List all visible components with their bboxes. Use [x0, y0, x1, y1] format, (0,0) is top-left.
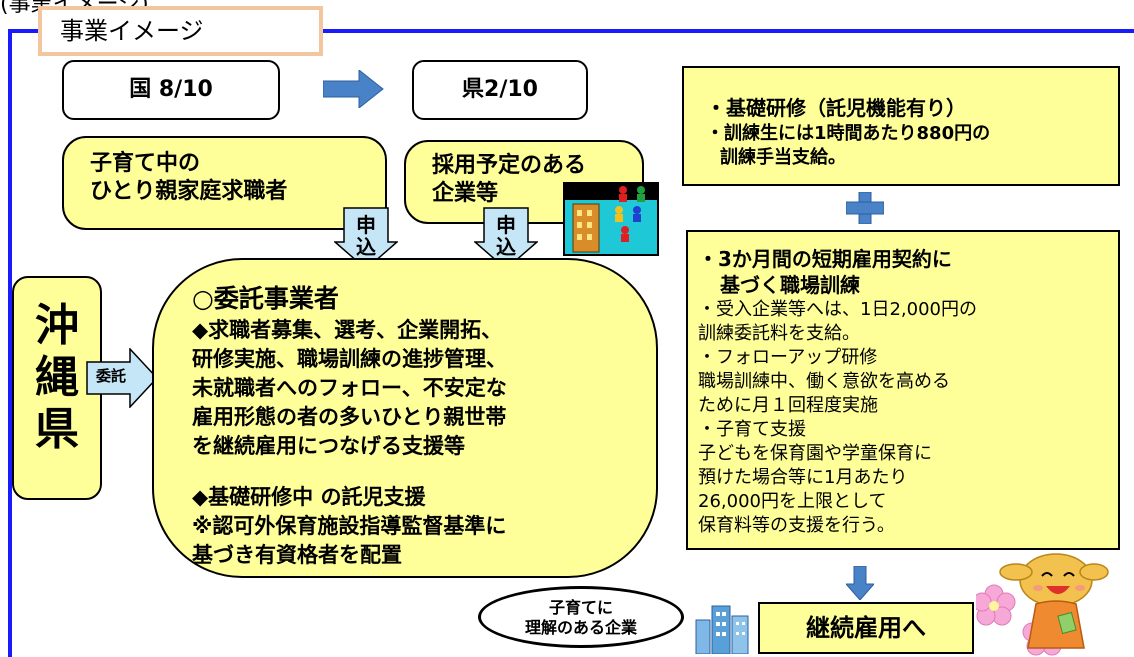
contractor-line: ◆基礎研修中 の託児支援: [192, 485, 426, 509]
apply-arrow-right: [474, 207, 538, 270]
job-training-line: 保育料等の支援を行う。: [698, 515, 895, 536]
contractor-line: 研修実施、職場訓練の進捗管理、: [192, 347, 507, 371]
contractor-line: 基づき有資格者を配置: [192, 543, 402, 567]
job-training-line: 子どもを保育園や学童保育に: [698, 443, 932, 464]
apply-arrow-left: [334, 207, 398, 270]
contractor-line: 雇用形態の者の多いひとり親世帯: [192, 405, 507, 429]
single-parent-jobseeker-box: 子育て中の ひとり親家庭求職者: [62, 136, 387, 230]
basic-training-line2: 訓練手当支給。: [720, 147, 846, 168]
prefecture-share-label: 県2/10: [462, 77, 538, 102]
job-training-line: 26,000円を上限として: [698, 491, 887, 512]
basic-training-line1: ・訓練生には1時間あたり880円の: [706, 123, 991, 144]
single-parent-line2: ひとり親家庭求職者: [90, 179, 288, 204]
down-arrow-icon: [846, 566, 874, 600]
supportive-company-oval: 子育てに 理解のある企業: [478, 586, 684, 648]
apply-label-left: 申 込: [356, 213, 376, 259]
section-tab-title: 事業イメージ: [38, 6, 323, 56]
single-parent-line1: 子育て中の: [90, 151, 201, 176]
pref-char-1: 沖: [35, 300, 79, 351]
contractor-box: ○委託事業者 ◆求職者募集、選考、企業開拓、 研修実施、職場訓練の進捗管理、 未…: [152, 258, 658, 578]
job-training-line: ・フォローアップ研修: [698, 347, 878, 368]
pref-char-2: 縄: [35, 352, 79, 403]
national-share-box: 国 8/10: [62, 60, 280, 120]
plus-icon: [846, 192, 884, 224]
continued-employment-box: 継続雇用へ: [758, 602, 974, 654]
contractor-line: 未就職者へのフォロー、不安定な: [192, 376, 507, 400]
job-training-title2: 基づく職場訓練: [720, 273, 860, 297]
frame-left-border: [8, 29, 12, 657]
job-training-line: ・子育て支援: [698, 419, 806, 440]
continued-employment-label: 継続雇用へ: [806, 614, 926, 642]
job-training-box: ・3か月間の短期雇用契約に 基づく職場訓練 ・受入企業等へは、1日2,000円の…: [686, 230, 1120, 550]
job-training-title1: ・3か月間の短期雇用契約に: [698, 247, 952, 271]
company-line1: 採用予定のある: [432, 153, 587, 178]
contractor-line: ※認可外保育施設指導監督基準に: [192, 514, 507, 538]
mascot-character-icon: [976, 553, 1109, 656]
frame-top-border: [8, 29, 1134, 33]
contractor-line: ◆求職者募集、選考、企業開拓、: [192, 318, 503, 342]
apply-label-right: 申 込: [496, 213, 516, 259]
oval-line2: 理解のある企業: [524, 618, 637, 637]
buildings-icon: [695, 605, 749, 654]
building-people-icon: [563, 182, 659, 256]
company-line2: 企業等: [432, 181, 499, 206]
job-training-line: ために月１回程度実施: [698, 395, 878, 416]
job-training-line: 訓練委託料を支給。: [698, 323, 860, 344]
basic-training-title: ・基礎研修（託児機能有り）: [706, 96, 966, 120]
national-share-label: 国 8/10: [129, 77, 213, 102]
commission-arrow: [86, 348, 158, 408]
job-training-line: 預けた場合等に1月あたり: [698, 467, 908, 488]
job-training-line: ・受入企業等へは、1日2,000円の: [698, 299, 977, 320]
prefecture-share-box: 県2/10: [412, 60, 588, 120]
commission-label: 委託: [96, 367, 127, 385]
contractor-title: ○委託事業者: [192, 284, 339, 313]
job-training-line: 職場訓練中、働く意欲を高める: [698, 371, 950, 392]
pref-char-3: 県: [35, 404, 79, 455]
contractor-line: を継続雇用につなげる支援等: [192, 434, 465, 458]
oval-line1: 子育てに: [548, 598, 613, 617]
right-arrow-icon: [323, 70, 384, 108]
basic-training-box: ・基礎研修（託児機能有り） ・訓練生には1時間あたり880円の 訓練手当支給。: [682, 66, 1120, 186]
